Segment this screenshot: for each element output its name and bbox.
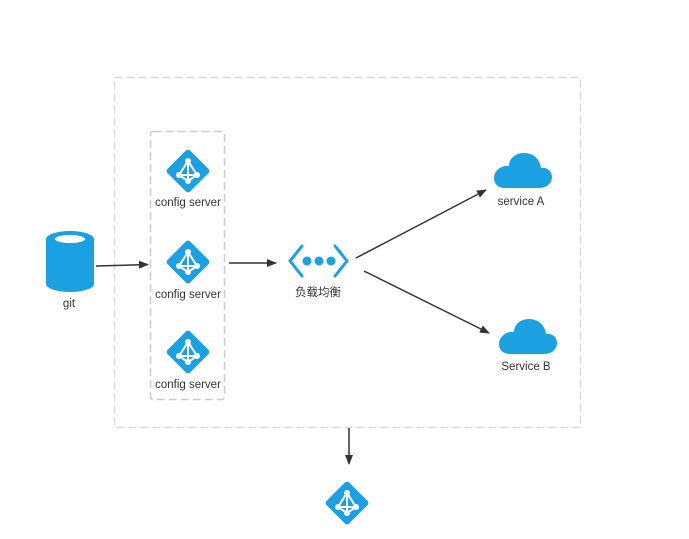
- network-diamond-icon: [323, 479, 371, 527]
- config-server-group: [149, 130, 226, 401]
- config-server-label: config server: [155, 289, 221, 301]
- service-a-label: service A: [497, 196, 545, 208]
- network-diamond-icon: [164, 238, 212, 286]
- cloud-icon: [494, 153, 552, 188]
- network-diamond-icon: [164, 147, 212, 195]
- config-server-label: config server: [155, 379, 221, 391]
- network-diamond-icon: [164, 328, 212, 376]
- config-server-label: config server: [155, 197, 221, 209]
- arrow-lb-to-service-a: [355, 189, 487, 259]
- cloud-icon: [499, 319, 557, 354]
- database-icon: [46, 231, 94, 292]
- load-balancer-label: 负载均衡: [295, 287, 341, 299]
- outer-container: [113, 76, 582, 429]
- arrow-git-to-config: [95, 260, 149, 269]
- load-balancer-icon: [288, 244, 349, 278]
- git-label: git: [62, 298, 76, 310]
- arrow-lb-to-service-b: [363, 270, 490, 334]
- service-b-label: Service B: [501, 361, 551, 373]
